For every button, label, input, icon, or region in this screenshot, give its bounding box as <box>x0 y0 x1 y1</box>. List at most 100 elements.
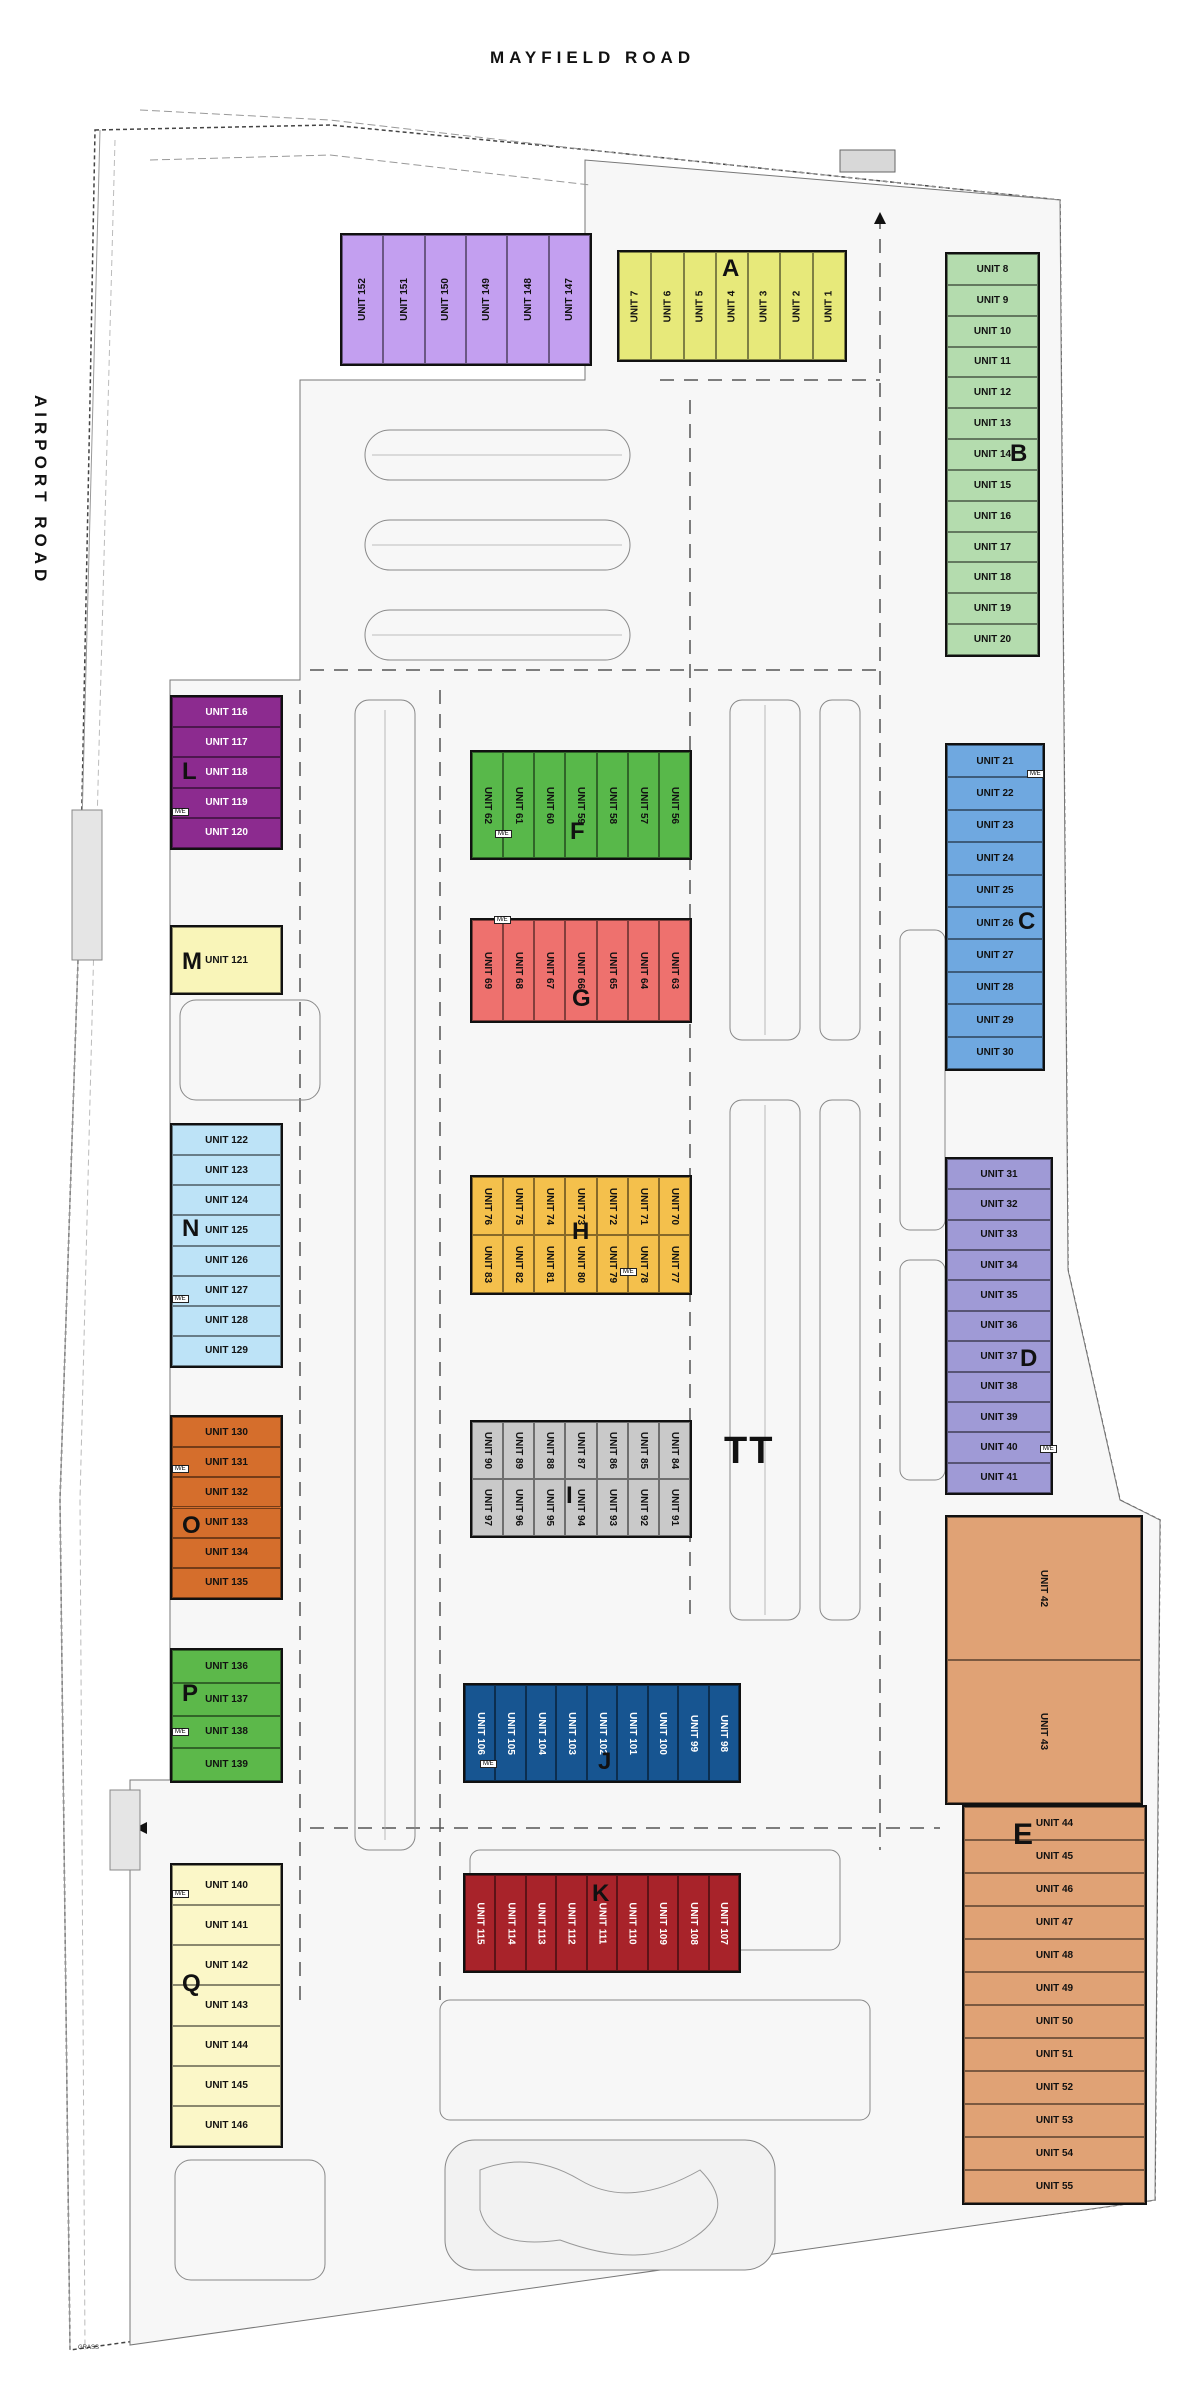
unit-cell[interactable]: UNIT 29 <box>947 1004 1043 1037</box>
unit-cell[interactable]: UNIT 43 <box>947 1660 1141 1803</box>
unit-cell[interactable]: UNIT 127 <box>172 1275 281 1306</box>
unit-cell[interactable]: UNIT 19 <box>947 593 1038 625</box>
unit-cell[interactable]: UNIT 124 <box>172 1185 281 1216</box>
unit-cell[interactable]: UNIT 9 <box>947 284 1038 316</box>
unit-cell[interactable]: UNIT 53 <box>964 2104 1145 2137</box>
unit-cell[interactable]: UNIT 85 <box>627 1422 659 1479</box>
unit-cell[interactable]: UNIT 120 <box>172 817 281 848</box>
unit-cell[interactable]: UNIT 21 <box>947 745 1043 778</box>
unit-cell[interactable]: UNIT 109 <box>647 1875 679 1971</box>
unit-cell[interactable]: UNIT 74 <box>534 1177 566 1235</box>
unit-cell[interactable]: UNIT 60 <box>534 752 566 858</box>
unit-cell[interactable]: UNIT 133 <box>172 1507 281 1538</box>
unit-cell[interactable]: UNIT 119 <box>172 787 281 818</box>
unit-cell[interactable]: UNIT 28 <box>947 971 1043 1005</box>
unit-cell[interactable]: UNIT 91 <box>658 1479 690 1536</box>
unit-cell[interactable]: UNIT 24 <box>947 842 1043 875</box>
unit-cell[interactable]: UNIT 92 <box>627 1479 659 1536</box>
unit-cell[interactable]: UNIT 110 <box>617 1875 648 1971</box>
unit-cell[interactable]: UNIT 121 <box>172 927 281 993</box>
unit-cell[interactable]: UNIT 137 <box>172 1682 281 1716</box>
unit-cell[interactable]: UNIT 123 <box>172 1155 281 1186</box>
unit-cell[interactable]: UNIT 76 <box>472 1177 504 1235</box>
unit-cell[interactable]: UNIT 63 <box>658 920 690 1021</box>
unit-cell[interactable]: UNIT 3 <box>748 252 781 360</box>
building-m[interactable]: UNIT 121 <box>170 925 283 995</box>
unit-cell[interactable]: UNIT 7 <box>619 252 652 360</box>
unit-cell[interactable]: UNIT 46 <box>964 1873 1145 1906</box>
unit-cell[interactable]: UNIT 100 <box>647 1685 679 1781</box>
unit-cell[interactable]: UNIT 83 <box>472 1235 504 1293</box>
unit-cell[interactable]: UNIT 8 <box>947 254 1038 285</box>
unit-cell[interactable]: UNIT 129 <box>172 1335 281 1366</box>
unit-cell[interactable]: UNIT 38 <box>947 1371 1051 1402</box>
unit-cell[interactable]: UNIT 115 <box>465 1875 496 1971</box>
unit-cell[interactable]: UNIT 5 <box>683 252 716 360</box>
unit-cell[interactable]: UNIT 39 <box>947 1401 1051 1433</box>
unit-cell[interactable]: UNIT 139 <box>172 1748 281 1781</box>
unit-cell[interactable]: UNIT 152 <box>342 235 384 364</box>
unit-cell[interactable]: UNIT 97 <box>472 1479 504 1536</box>
unit-cell[interactable]: UNIT 2 <box>780 252 813 360</box>
unit-cell[interactable]: UNIT 64 <box>627 920 659 1021</box>
unit-cell[interactable]: UNIT 49 <box>964 1972 1145 2005</box>
unit-cell[interactable]: UNIT 40 <box>947 1432 1051 1463</box>
unit-cell[interactable]: UNIT 68 <box>503 920 535 1021</box>
unit-cell[interactable]: UNIT 67 <box>534 920 566 1021</box>
unit-cell[interactable]: UNIT 87 <box>565 1422 597 1479</box>
unit-cell[interactable]: UNIT 14 <box>947 439 1038 470</box>
unit-cell[interactable]: UNIT 57 <box>627 752 659 858</box>
unit-cell[interactable]: UNIT 33 <box>947 1219 1051 1251</box>
unit-cell[interactable]: UNIT 148 <box>507 235 549 364</box>
unit-cell[interactable]: UNIT 86 <box>596 1422 628 1479</box>
unit-cell[interactable]: UNIT 145 <box>172 2065 281 2106</box>
unit-cell[interactable]: UNIT 45 <box>964 1840 1145 1873</box>
unit-cell[interactable]: UNIT 81 <box>534 1235 566 1293</box>
unit-cell[interactable]: UNIT 70 <box>658 1177 690 1235</box>
unit-cell[interactable]: UNIT 77 <box>658 1235 690 1293</box>
unit-cell[interactable]: UNIT 55 <box>964 2170 1145 2203</box>
unit-cell[interactable]: UNIT 132 <box>172 1477 281 1508</box>
unit-cell[interactable]: UNIT 118 <box>172 757 281 788</box>
unit-cell[interactable]: UNIT 94 <box>565 1479 597 1536</box>
unit-cell[interactable]: UNIT 11 <box>947 346 1038 378</box>
unit-cell[interactable]: UNIT 10 <box>947 315 1038 347</box>
unit-cell[interactable]: UNIT 73 <box>565 1177 597 1235</box>
unit-cell[interactable]: UNIT 146 <box>172 2105 281 2146</box>
unit-cell[interactable]: UNIT 98 <box>708 1685 739 1781</box>
unit-cell[interactable]: UNIT 18 <box>947 562 1038 594</box>
unit-cell[interactable]: UNIT 66 <box>565 920 597 1021</box>
unit-cell[interactable]: UNIT 126 <box>172 1245 281 1276</box>
unit-cell[interactable]: UNIT 114 <box>495 1875 526 1971</box>
unit-cell[interactable]: UNIT 6 <box>651 252 684 360</box>
unit-cell[interactable]: UNIT 17 <box>947 531 1038 563</box>
unit-cell[interactable]: UNIT 96 <box>503 1479 535 1536</box>
unit-cell[interactable]: UNIT 99 <box>678 1685 709 1781</box>
unit-cell[interactable]: UNIT 144 <box>172 2025 281 2066</box>
unit-cell[interactable]: UNIT 135 <box>172 1567 281 1598</box>
unit-cell[interactable]: UNIT 117 <box>172 727 281 758</box>
unit-cell[interactable]: UNIT 82 <box>503 1235 535 1293</box>
unit-cell[interactable]: UNIT 52 <box>964 2071 1145 2104</box>
unit-cell[interactable]: UNIT 69 <box>472 920 504 1021</box>
unit-cell[interactable]: UNIT 75 <box>503 1177 535 1235</box>
unit-cell[interactable]: UNIT 31 <box>947 1159 1051 1190</box>
unit-cell[interactable]: UNIT 142 <box>172 1945 281 1986</box>
unit-cell[interactable]: UNIT 1 <box>812 252 845 360</box>
unit-cell[interactable]: UNIT 36 <box>947 1310 1051 1342</box>
unit-cell[interactable]: UNIT 103 <box>556 1685 587 1781</box>
unit-cell[interactable]: UNIT 151 <box>383 235 425 364</box>
unit-cell[interactable]: UNIT 130 <box>172 1417 281 1448</box>
unit-cell[interactable]: UNIT 72 <box>596 1177 628 1235</box>
unit-cell[interactable]: UNIT 71 <box>627 1177 659 1235</box>
